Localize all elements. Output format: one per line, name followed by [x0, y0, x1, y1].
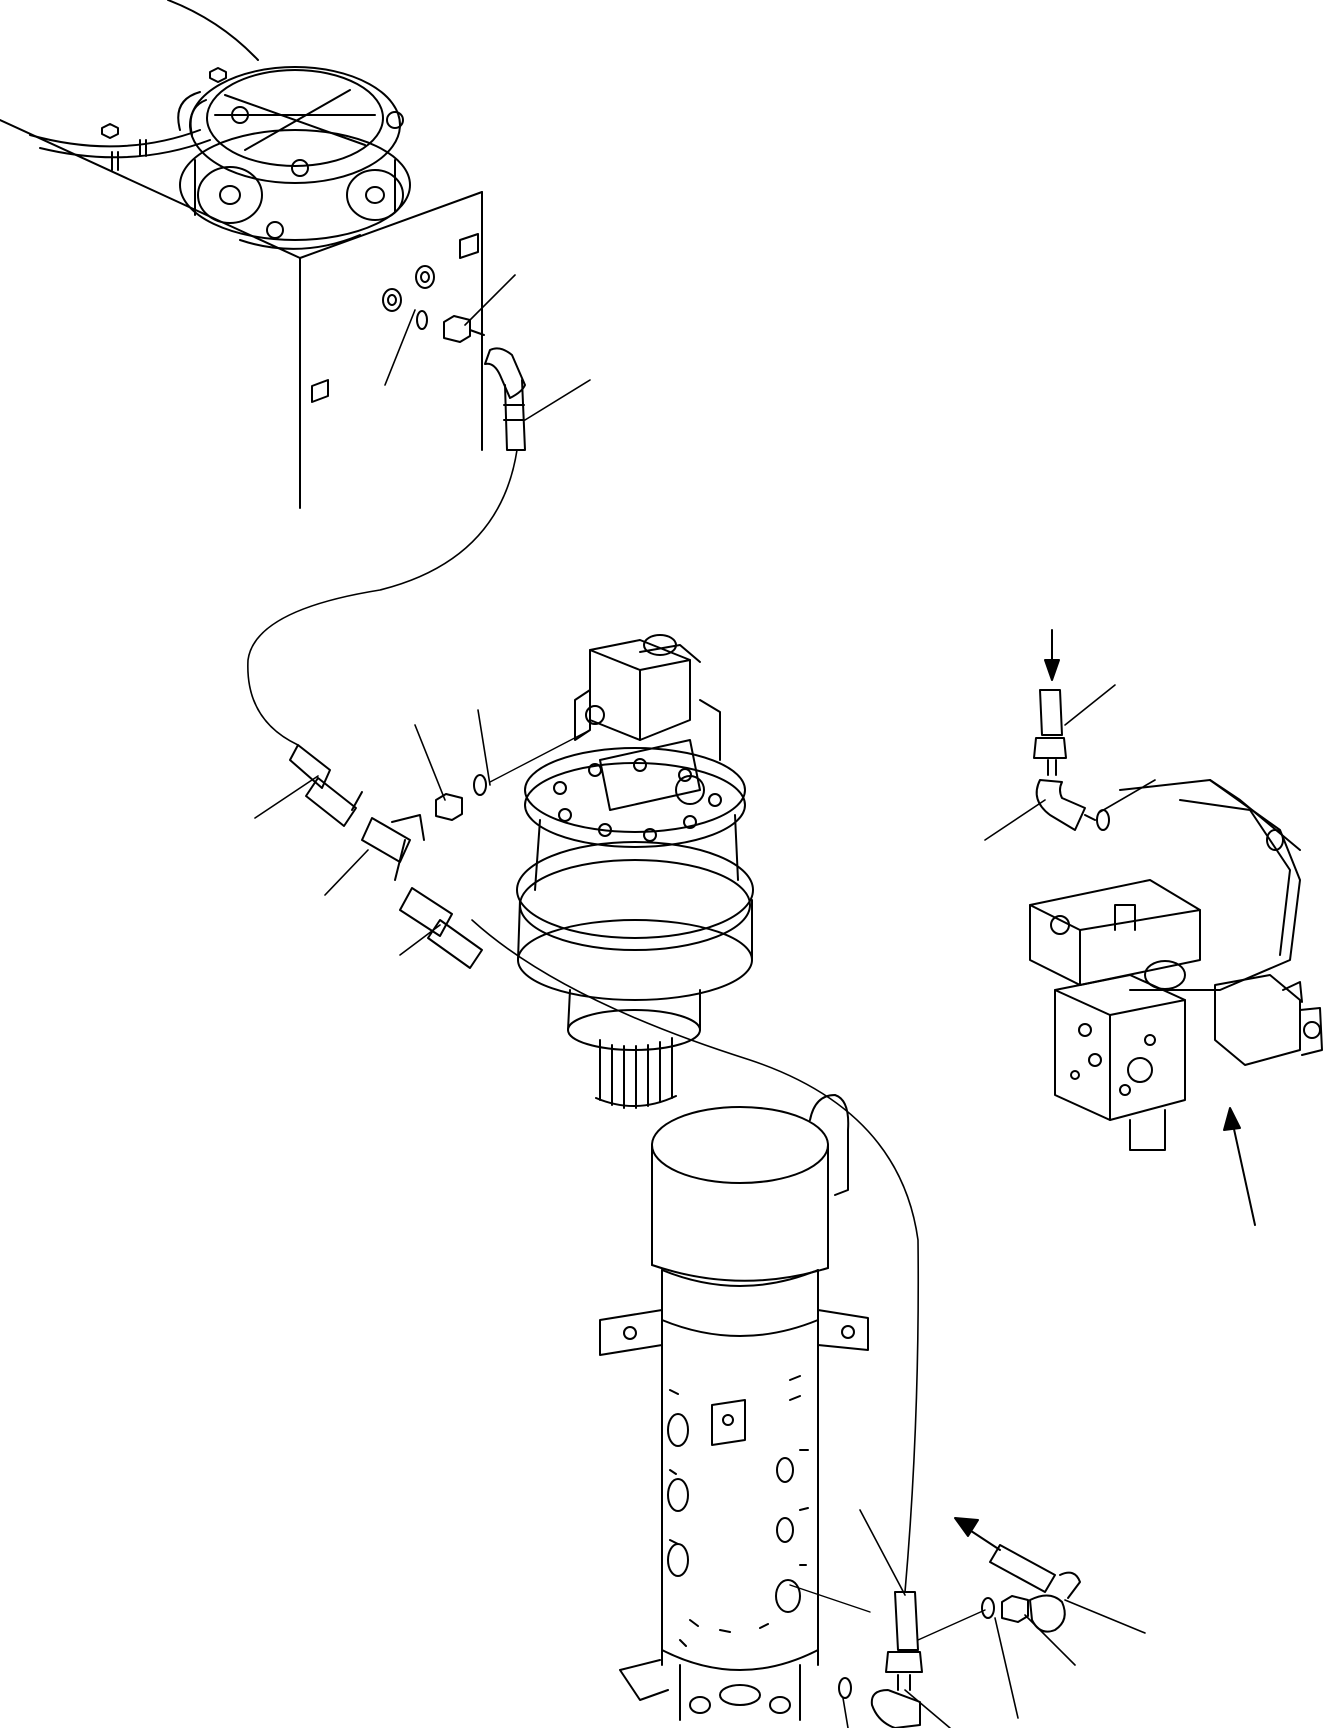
- leader-lines: [254, 274, 1156, 1728]
- o-ring-tank: [416, 310, 428, 330]
- tank-return-fitting: [416, 310, 526, 451]
- adapter-tank: [443, 315, 471, 343]
- hydraulic-tank: [0, 0, 483, 509]
- pump-pointer-arrow: [1231, 1119, 1256, 1226]
- o-ring-outlet: [981, 1597, 995, 1619]
- elbow-swivel: [870, 1689, 921, 1728]
- tee-body: [361, 817, 411, 863]
- o-ring-swivel: [838, 1677, 852, 1699]
- travel-pump: [1029, 629, 1323, 1226]
- drain-hose: [247, 449, 920, 1593]
- adapter-motor: [435, 793, 463, 821]
- swivel-joint: [599, 1094, 871, 1721]
- o-ring-motor: [473, 774, 487, 796]
- elbow-hose-end: [484, 347, 526, 399]
- elbow-pump: [1035, 779, 1086, 831]
- adapter-outlet: [1001, 1595, 1029, 1623]
- o-ring-pump: [1096, 809, 1110, 831]
- swivel-fittings: [838, 1517, 1081, 1728]
- swing-motor: [516, 634, 754, 1109]
